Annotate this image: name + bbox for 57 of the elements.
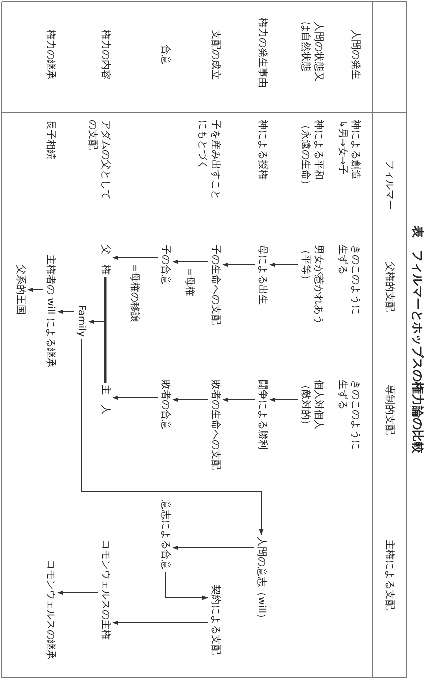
node-text: 父 権 (99, 245, 112, 275)
node-text: 敗者の合意 (159, 380, 172, 430)
node-text: きのこのように生ずる (336, 245, 362, 317)
node-text: 意志による合意 (159, 500, 172, 570)
node-text: Family (75, 305, 88, 338)
arrow (270, 262, 298, 268)
arrow (88, 276, 106, 324)
column-header: 父権的支配 (383, 262, 396, 312)
arrow (172, 546, 254, 550)
table-title: 表 フィルマーとホッブスの権力論の比較 (410, 226, 425, 454)
table-cell: 神による創造↳男→女→子 (336, 120, 362, 182)
node-text: 母による出生 (256, 245, 269, 305)
node-text: 闘争による勝利 (256, 380, 269, 450)
node-text: 契約による支配 (209, 585, 222, 655)
node-text: 主 人 (99, 385, 112, 415)
row-label: 権力の継承 (44, 30, 57, 80)
column-header: 専制的支配 (383, 385, 396, 435)
edge-label: =母権 (184, 268, 196, 296)
arrow (81, 338, 264, 536)
table-cell: 神による平和（永遠の生命） (299, 120, 325, 192)
arrow (222, 262, 256, 268)
arrow (172, 398, 208, 402)
row-label: 人間の発生 (349, 30, 362, 80)
node-text: 敗者の生命への支配 (209, 380, 222, 470)
node-text: 人間の意志（will） (255, 537, 268, 624)
arrow (58, 310, 74, 314)
node-text: コモンウェルスの継承 (44, 560, 57, 660)
row-label: 権力の発生事由 (256, 18, 269, 88)
table-cell: 長子相続 (44, 120, 57, 160)
connector-line (104, 277, 107, 383)
arrow (28, 288, 44, 292)
node-text: 男女が惹かれあう（平等） (299, 245, 325, 327)
arrow (172, 260, 208, 264)
row-label: 支配の成立 (209, 30, 222, 80)
row-label: 合意 (159, 45, 172, 65)
arrow (165, 572, 208, 600)
node-text: きのこのように生ずる (336, 380, 362, 452)
table-cell: アダムの父としての支配 (86, 120, 112, 202)
node-text: 父系的王国 (14, 265, 27, 315)
node-text: 主権者の will による継承 (44, 255, 57, 368)
node-text: 個人対個人（敵対的） (299, 380, 325, 435)
node-text: 子の生命への支配 (209, 245, 222, 325)
arrow (270, 398, 298, 402)
arrow (112, 620, 208, 626)
node-text: 子の合意 (159, 245, 172, 285)
table-cell: 子を産み出すことにもとづく (196, 120, 222, 202)
node-text: コモンウェルスの主権 (99, 540, 112, 640)
edge-label: =母権の移譲 (128, 264, 142, 322)
arrow (222, 398, 256, 402)
column-header: フィルマー (383, 160, 396, 210)
row-label: 人間の状態又は自然状態 (299, 22, 325, 84)
arrow (58, 590, 98, 596)
arrow (112, 256, 158, 260)
column-header: 主権による支配 (383, 540, 396, 610)
row-label: 権力の内容 (99, 30, 112, 80)
table-cell: 神による授権 (256, 120, 269, 180)
arrow (112, 396, 158, 400)
